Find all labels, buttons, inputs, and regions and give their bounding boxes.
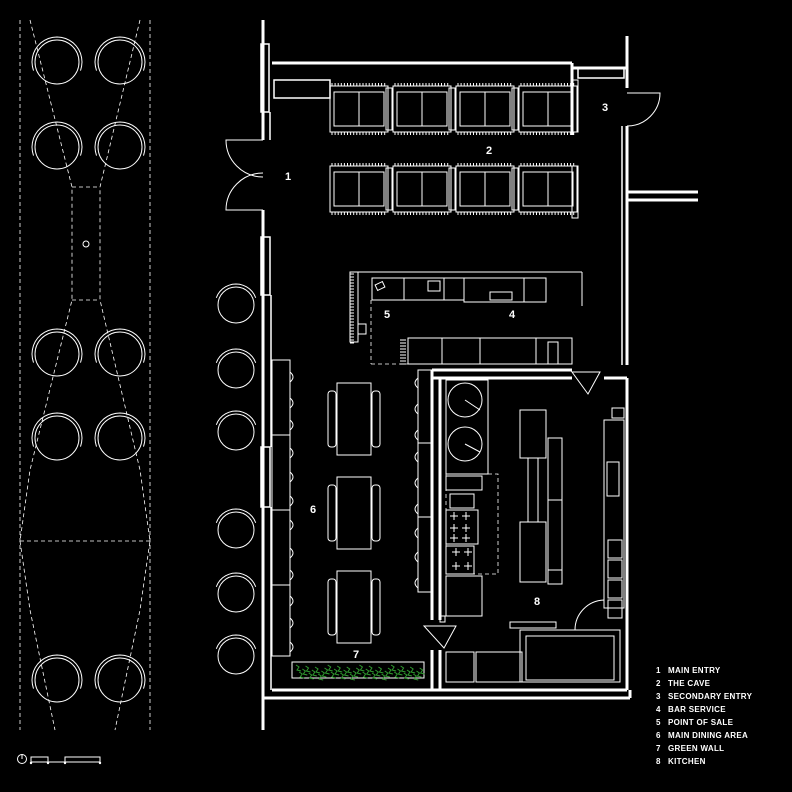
window-chair — [215, 572, 257, 613]
booth — [329, 163, 389, 215]
dining-table — [327, 476, 381, 550]
booth — [455, 83, 515, 135]
room-numbers: 1 2 3 4 5 6 7 8 — [285, 102, 608, 661]
number-the-cave: 2 — [486, 145, 492, 157]
booth — [392, 83, 452, 135]
booth — [329, 83, 389, 135]
number-point-of-sale: 5 — [384, 309, 390, 321]
kitchen-equipment — [417, 369, 625, 683]
scale-bar — [29, 756, 102, 765]
window-chair — [215, 410, 257, 451]
booth — [518, 83, 578, 135]
dining-table — [327, 382, 381, 456]
outdoor-chair — [94, 121, 146, 170]
green-wall — [291, 661, 425, 681]
outdoor-chair — [31, 654, 83, 703]
window-chair — [215, 283, 257, 324]
booth — [518, 163, 578, 215]
booth — [455, 163, 515, 215]
outdoor-seating-section — [19, 19, 151, 731]
dining-table — [327, 570, 381, 644]
number-main-dining-area: 6 — [310, 504, 316, 516]
bar-counter — [349, 271, 583, 365]
number-bar-service: 4 — [509, 309, 516, 321]
number-green-wall: 7 — [353, 649, 359, 661]
window-chair — [215, 348, 257, 389]
outdoor-chair — [31, 121, 83, 170]
outdoor-chair — [94, 328, 146, 377]
outdoor-chair — [31, 36, 83, 85]
dining-furniture — [215, 283, 419, 675]
number-main-entry: 1 — [285, 171, 291, 183]
number-secondary-entry: 3 — [602, 102, 608, 114]
outdoor-chair — [94, 654, 146, 703]
booth — [392, 163, 452, 215]
window-chair — [215, 634, 257, 675]
window-chair — [215, 508, 257, 549]
north-arrow-icon — [17, 754, 27, 764]
outdoor-chair — [94, 412, 146, 461]
outdoor-chair — [31, 412, 83, 461]
cave-booths — [329, 79, 579, 219]
outdoor-chair — [31, 328, 83, 377]
building-walls — [225, 20, 698, 730]
outdoor-chair — [94, 36, 146, 85]
number-kitchen: 8 — [534, 596, 540, 608]
